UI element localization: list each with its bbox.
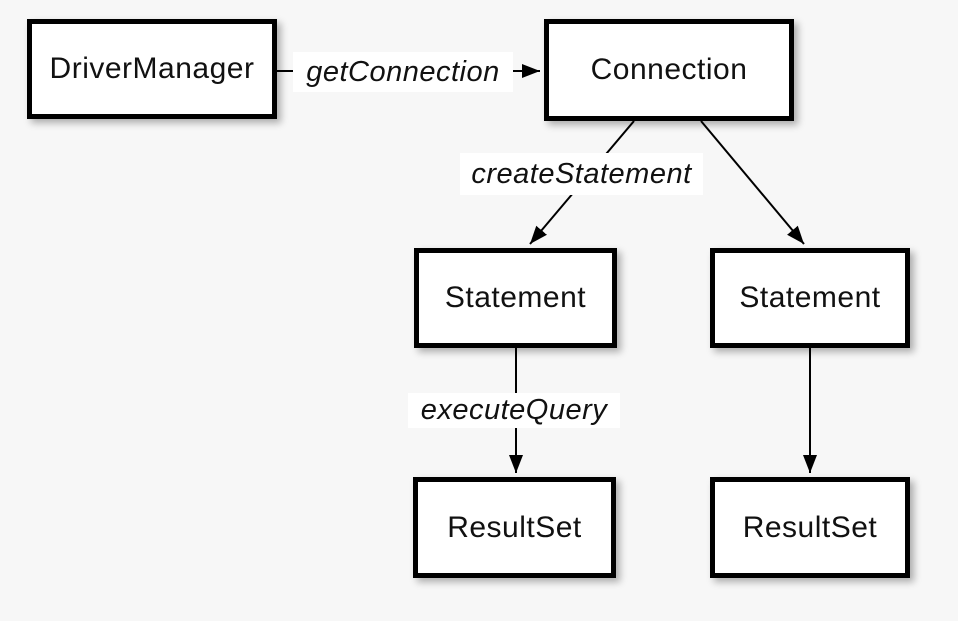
node-resultset-left: ResultSet	[413, 477, 616, 578]
edge-label-createstatement: createStatement	[460, 153, 703, 195]
node-statement-left-label: Statement	[444, 281, 587, 314]
node-resultset-right: ResultSet	[710, 477, 910, 578]
node-resultset-left-label: ResultSet	[447, 510, 582, 544]
node-connection-label: Connection	[590, 53, 748, 86]
edge-label-executequery: executeQuery	[408, 393, 620, 428]
node-resultset-right-label: ResultSet	[742, 510, 878, 544]
node-drivermanager-label: DriverManager	[49, 52, 255, 85]
node-statement-right-label: Statement	[739, 281, 881, 314]
edge-connection-to-statement-right-arrow	[700, 120, 805, 245]
node-statement-left: Statement	[414, 248, 617, 348]
node-statement-right: Statement	[710, 248, 910, 348]
edge-label-getconnection: getConnection	[293, 52, 513, 92]
node-connection: Connection	[544, 19, 794, 121]
node-drivermanager: DriverManager	[27, 19, 277, 119]
